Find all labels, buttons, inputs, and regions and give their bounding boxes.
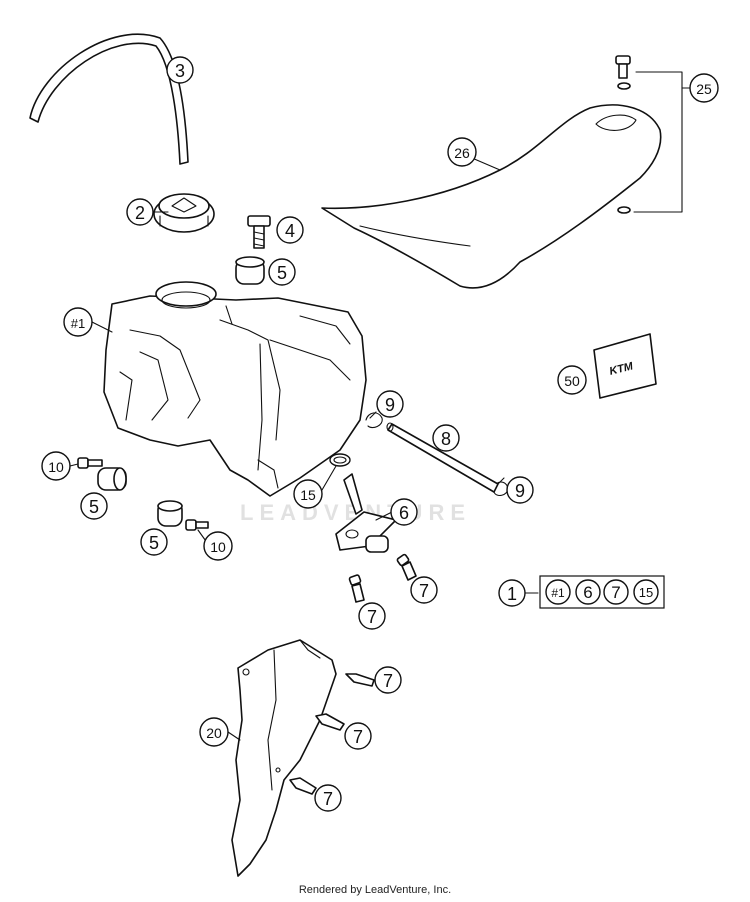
svg-text:26: 26 <box>454 145 470 161</box>
callout-7-tap-left: 7 <box>358 602 386 630</box>
bolt-4[interactable] <box>247 215 271 249</box>
callout-6: 6 <box>390 498 418 526</box>
callout-7-tap-right: 7 <box>410 576 438 604</box>
callout-9-bottom: 9 <box>506 476 534 504</box>
seat[interactable] <box>321 104 662 289</box>
kit-legend: 1 #1 6 7 15 <box>498 575 665 609</box>
svg-text:#1: #1 <box>71 316 85 331</box>
svg-text:9: 9 <box>515 481 525 501</box>
fuel-tank[interactable] <box>103 281 367 497</box>
callout-8: 8 <box>432 424 460 452</box>
svg-text:9: 9 <box>385 395 395 415</box>
svg-text:15: 15 <box>639 585 653 600</box>
callout-3: 3 <box>166 56 194 84</box>
callout-tank-1: #1 <box>63 307 93 337</box>
callout-25: 25 <box>689 73 719 103</box>
kit-item-6: 6 <box>575 579 601 605</box>
svg-text:7: 7 <box>383 671 393 691</box>
fuel-cap[interactable] <box>153 193 215 233</box>
svg-text:15: 15 <box>300 487 316 503</box>
svg-text:7: 7 <box>323 789 333 809</box>
kit-item-tank: #1 <box>545 579 571 605</box>
svg-text:7: 7 <box>419 581 429 601</box>
svg-text:25: 25 <box>696 81 712 97</box>
screw-7-cover-3[interactable] <box>289 777 317 795</box>
kit-item-15: 15 <box>633 579 659 605</box>
decal-50[interactable]: KTM <box>593 333 657 399</box>
callout-7-cover-3: 7 <box>314 784 342 812</box>
svg-text:3: 3 <box>175 61 185 81</box>
leader-lines <box>69 151 539 741</box>
callout-10-left: 10 <box>41 451 71 481</box>
screw-7-cover-2[interactable] <box>315 713 345 731</box>
bolt-10-mid[interactable] <box>185 519 209 531</box>
breather-hose[interactable] <box>29 33 189 165</box>
callout-9-top: 9 <box>376 390 404 418</box>
bushing-5-left[interactable] <box>97 467 127 491</box>
svg-text:7: 7 <box>353 727 363 747</box>
svg-text:20: 20 <box>206 725 222 741</box>
svg-text:7: 7 <box>367 607 377 627</box>
callout-26: 26 <box>447 137 477 167</box>
svg-text:10: 10 <box>48 459 64 475</box>
screw-7-cover-1[interactable] <box>345 673 375 687</box>
footer-credit: Rendered by LeadVenture, Inc. <box>298 884 452 896</box>
callout-4: 4 <box>276 216 304 244</box>
callout-5-mid: 5 <box>140 528 168 556</box>
svg-text:4: 4 <box>285 221 295 241</box>
callout-2: 2 <box>126 198 154 226</box>
callout-7-cover-1: 7 <box>374 666 402 694</box>
fuel-hose-8[interactable] <box>386 422 499 493</box>
callout-10-mid: 10 <box>203 531 233 561</box>
svg-text:6: 6 <box>399 503 409 523</box>
side-cover-20[interactable] <box>231 639 337 877</box>
callout-5-top: 5 <box>268 258 296 286</box>
svg-text:5: 5 <box>89 497 99 517</box>
svg-text:8: 8 <box>441 429 451 449</box>
callout-50: 50 <box>557 365 587 395</box>
svg-text:#1: #1 <box>551 586 565 600</box>
callout-7-cover-2: 7 <box>344 722 372 750</box>
svg-text:6: 6 <box>583 583 592 602</box>
screw-7-tap-right[interactable] <box>396 553 417 581</box>
bracket-25 <box>633 71 683 213</box>
kit-item-7: 7 <box>603 579 629 605</box>
callout-20: 20 <box>199 717 229 747</box>
svg-text:50: 50 <box>564 373 580 389</box>
svg-text:2: 2 <box>135 203 145 223</box>
callout-5-left: 5 <box>80 492 108 520</box>
callout-15: 15 <box>293 479 323 509</box>
screw-7-tap-left[interactable] <box>348 574 365 603</box>
fuel-tap-6[interactable] <box>335 473 397 553</box>
svg-text:5: 5 <box>277 263 287 283</box>
hose-clamp-9-top[interactable] <box>365 411 383 429</box>
o-ring-15[interactable] <box>329 453 351 467</box>
svg-text:5: 5 <box>149 533 159 553</box>
svg-text:1: 1 <box>507 584 517 604</box>
decal-text: KTM <box>608 360 635 378</box>
bolt-10-left[interactable] <box>77 457 103 469</box>
seat-screw-25[interactable] <box>615 55 631 214</box>
svg-text:10: 10 <box>210 539 226 555</box>
bushing-5-top[interactable] <box>235 256 265 285</box>
bushing-5-mid[interactable] <box>157 500 183 527</box>
svg-text:7: 7 <box>611 583 620 602</box>
